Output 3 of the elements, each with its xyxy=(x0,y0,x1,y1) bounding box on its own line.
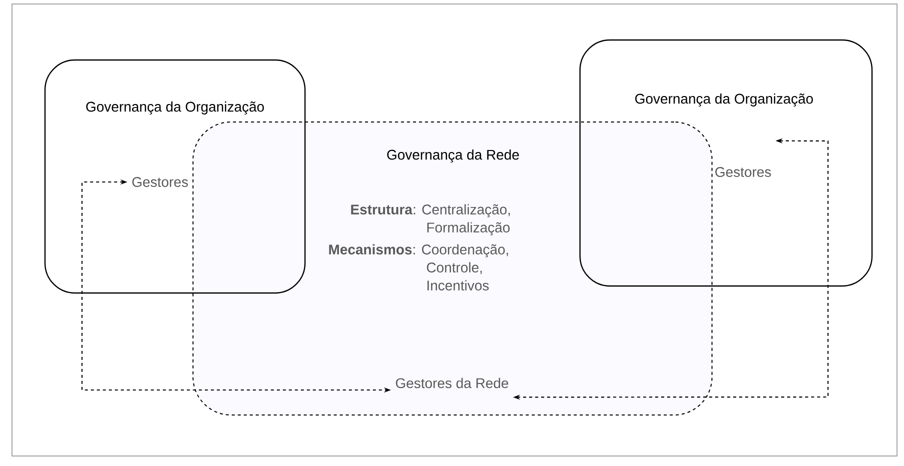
gestores-label: Gestores xyxy=(715,167,771,177)
network-managers-label: Gestores da Rede xyxy=(396,378,508,388)
gestores-label: Gestores xyxy=(132,177,188,187)
